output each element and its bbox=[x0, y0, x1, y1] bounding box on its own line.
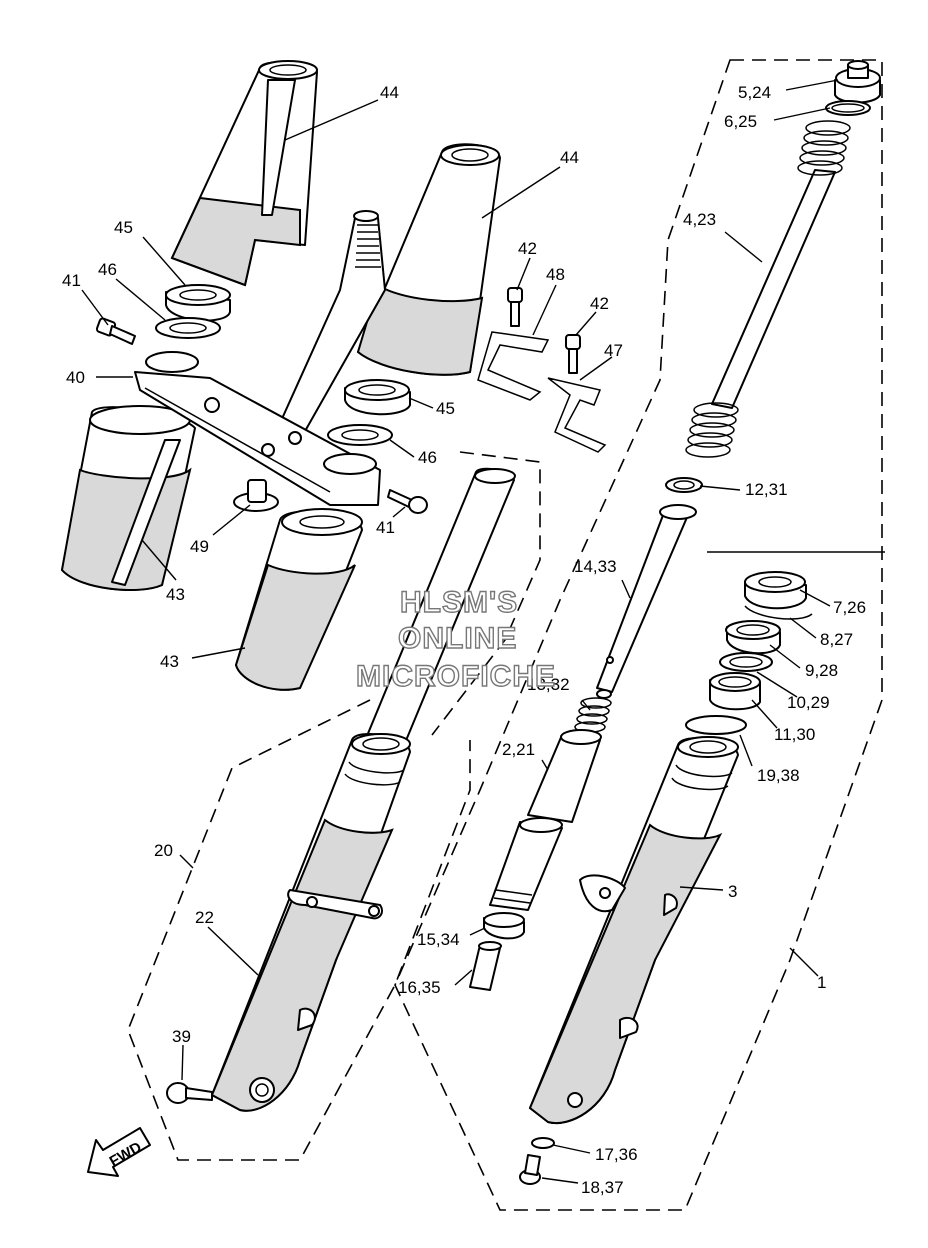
clamp-cover-44-right bbox=[356, 143, 501, 376]
callout-labels: 44 44 45 46 41 40 42 48 42 47 45 46 41 4… bbox=[62, 83, 866, 1197]
callout-39: 39 bbox=[172, 1027, 191, 1046]
piston-ring-12 bbox=[665, 477, 703, 493]
callout-43: 43 bbox=[166, 585, 185, 604]
oil-lock-16 bbox=[469, 941, 502, 991]
clamp-cover-44-left bbox=[170, 60, 318, 287]
callout-17-36: 17,36 bbox=[595, 1145, 638, 1164]
callout-12-31: 12,31 bbox=[745, 480, 788, 499]
bolt-18 bbox=[519, 1154, 541, 1185]
callout-40: 40 bbox=[66, 368, 85, 387]
watermark-line-2: ONLINE bbox=[398, 622, 517, 655]
cap-bolt-5 bbox=[834, 60, 881, 104]
watermark: HLSM'S ONLINE MICROFICHE bbox=[355, 585, 556, 693]
callout-3: 3 bbox=[728, 882, 737, 901]
dust-seal-45-right bbox=[344, 379, 411, 416]
o-ring-6 bbox=[825, 100, 871, 116]
outer-tube-3 bbox=[528, 736, 739, 1124]
bolt-41-right bbox=[387, 489, 428, 514]
clip-8 bbox=[744, 605, 813, 620]
bolt-42-left bbox=[507, 287, 523, 327]
callout-15-34: 15,34 bbox=[417, 930, 460, 949]
rebound-spring-13 bbox=[574, 697, 612, 733]
inner-tube-bottom bbox=[489, 817, 563, 911]
callout-19-38: 19,38 bbox=[757, 766, 800, 785]
damper-rod-14 bbox=[596, 504, 697, 699]
bushing-15 bbox=[483, 912, 525, 940]
dust-seal-7 bbox=[744, 571, 807, 610]
oil-seal-9 bbox=[725, 620, 781, 655]
callout-45: 45 bbox=[436, 399, 455, 418]
callout-9-28: 9,28 bbox=[805, 661, 838, 680]
leader-lines bbox=[81, 79, 839, 1184]
callout-44: 44 bbox=[560, 148, 579, 167]
washer-46-left bbox=[155, 317, 221, 339]
bolt-42-right bbox=[565, 334, 581, 374]
callout-14-33: 14,33 bbox=[574, 557, 617, 576]
assembly-outline-20 bbox=[127, 699, 471, 1161]
bolt-41-left bbox=[95, 317, 136, 345]
washer-17 bbox=[531, 1137, 555, 1149]
bracket-47 bbox=[547, 377, 607, 453]
callout-47: 47 bbox=[604, 341, 623, 360]
callout-41: 41 bbox=[376, 518, 395, 537]
callout-4-23: 4,23 bbox=[683, 210, 716, 229]
callout-20: 20 bbox=[154, 841, 173, 860]
callout-8-27: 8,27 bbox=[820, 630, 853, 649]
callout-2-21: 2,21 bbox=[502, 740, 535, 759]
callout-13-32: 13,32 bbox=[527, 675, 570, 694]
forward-arrow: FWD bbox=[87, 1127, 151, 1177]
callout-10-29: 10,29 bbox=[787, 693, 830, 712]
bushing-11 bbox=[709, 672, 761, 711]
callout-18-37: 18,37 bbox=[581, 1178, 624, 1197]
callout-16-35: 16,35 bbox=[398, 978, 441, 997]
steering-stem-40 bbox=[134, 210, 386, 506]
washer-46-right bbox=[327, 424, 393, 446]
watermark-line-3: MICROFICHE bbox=[356, 660, 556, 693]
callout-1: 1 bbox=[817, 973, 826, 992]
callout-49: 49 bbox=[190, 537, 209, 556]
assembly-outline-1 bbox=[394, 59, 883, 1211]
dust-seal-45-left bbox=[165, 284, 231, 322]
callout-44: 44 bbox=[380, 83, 399, 102]
callout-7-26: 7,26 bbox=[833, 598, 866, 617]
inner-tube-long bbox=[361, 467, 516, 756]
bolt-39 bbox=[166, 1082, 213, 1104]
lower-cover-43-left bbox=[60, 405, 196, 591]
callout-46: 46 bbox=[418, 448, 437, 467]
fork-spring-4 bbox=[685, 120, 851, 458]
callout-43: 43 bbox=[160, 652, 179, 671]
o-ring-19 bbox=[685, 715, 747, 735]
callout-6-25: 6,25 bbox=[724, 112, 757, 131]
outer-tube-22 bbox=[210, 733, 411, 1112]
callout-42: 42 bbox=[518, 239, 537, 258]
washer-10 bbox=[719, 652, 773, 672]
callout-41: 41 bbox=[62, 271, 81, 290]
callout-48: 48 bbox=[546, 265, 565, 284]
slide-bushing-2 bbox=[527, 729, 602, 823]
collar-49 bbox=[233, 479, 279, 512]
callout-11-30: 11,30 bbox=[774, 725, 815, 744]
watermark-line-1: HLSM'S bbox=[400, 586, 518, 619]
callout-46: 46 bbox=[98, 260, 117, 279]
callout-5-24: 5,24 bbox=[738, 83, 771, 102]
bracket-48 bbox=[477, 331, 550, 401]
callout-22: 22 bbox=[195, 908, 214, 927]
callout-42: 42 bbox=[590, 294, 609, 313]
lower-cover-43-right bbox=[234, 508, 363, 691]
callout-45: 45 bbox=[114, 218, 133, 237]
inner-outline-damper bbox=[431, 451, 541, 736]
